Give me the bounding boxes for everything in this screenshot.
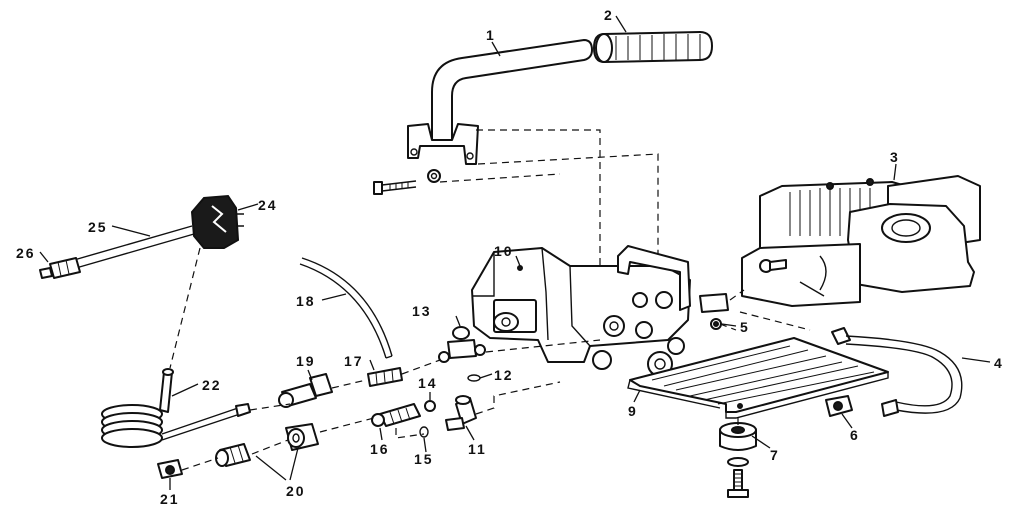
callout-4: 4 xyxy=(994,355,1004,371)
leader-1 xyxy=(491,41,501,57)
part-16-nipple xyxy=(371,403,421,427)
leader-9 xyxy=(633,389,641,403)
callout-12: 12 xyxy=(494,367,514,383)
callout-19: 19 xyxy=(296,353,316,369)
part-7-isolator xyxy=(719,422,757,498)
callout-2: 2 xyxy=(604,7,614,23)
leader-24 xyxy=(237,203,259,211)
leader-18 xyxy=(321,293,347,301)
part-1-handle xyxy=(407,39,593,165)
callout-18: 18 xyxy=(296,293,316,309)
part-4-hose xyxy=(831,327,963,417)
leader-19 xyxy=(307,369,313,381)
callout-25: 25 xyxy=(88,219,108,235)
callout-26: 26 xyxy=(16,245,36,261)
callout-22: 22 xyxy=(202,377,222,393)
part-17-fitting xyxy=(367,367,403,387)
leader-2 xyxy=(615,15,627,33)
part-20-fittings xyxy=(215,423,319,467)
part-5-nut xyxy=(710,318,722,330)
leader-12 xyxy=(479,373,493,379)
part-22-coil xyxy=(101,368,251,448)
callout-10: 10 xyxy=(494,243,514,259)
part-19-coupler xyxy=(278,373,333,408)
callout-24: 24 xyxy=(258,197,278,213)
leader-11 xyxy=(465,425,475,441)
callout-9: 9 xyxy=(628,403,638,419)
part-6-fitting xyxy=(825,395,853,417)
leader-13 xyxy=(455,315,461,327)
leader-5 xyxy=(721,323,737,327)
part-10-pump xyxy=(471,245,729,377)
callout-15: 15 xyxy=(414,451,434,467)
callout-7: 7 xyxy=(770,447,780,463)
callout-16: 16 xyxy=(370,441,390,457)
callout-14: 14 xyxy=(418,375,438,391)
callout-1: 1 xyxy=(486,27,496,43)
part-14-washer xyxy=(424,400,436,412)
callout-21: 21 xyxy=(160,491,180,507)
callout-11: 11 xyxy=(468,441,487,457)
part-21-fitting xyxy=(157,459,183,479)
part-2-grip xyxy=(593,31,713,63)
part-25-lance xyxy=(73,225,195,269)
part-15-oring xyxy=(419,426,429,438)
part-24-gun xyxy=(190,194,244,249)
leader-15 xyxy=(423,437,427,453)
part-3-engine xyxy=(741,175,981,307)
leader-6 xyxy=(841,413,853,429)
leader-20 xyxy=(255,447,299,481)
leader-10 xyxy=(515,255,521,267)
leader-26 xyxy=(39,251,49,263)
handle-bolt xyxy=(373,169,441,195)
callout-17: 17 xyxy=(344,353,364,369)
callout-13: 13 xyxy=(412,303,432,319)
leader-4 xyxy=(961,357,991,363)
callout-20: 20 xyxy=(286,483,306,499)
leader-3 xyxy=(893,163,897,181)
callout-3: 3 xyxy=(890,149,900,165)
leader-7 xyxy=(751,435,771,449)
part-18-tube xyxy=(299,257,393,359)
part-13-unloader xyxy=(438,326,486,363)
leader-25 xyxy=(111,225,151,237)
part-9-plate xyxy=(627,337,889,419)
part-11-tee xyxy=(445,395,477,431)
leader-17 xyxy=(369,359,375,371)
part-12-oring xyxy=(467,374,481,382)
leader-16 xyxy=(379,427,383,441)
part-26-tip xyxy=(39,257,81,279)
callout-5: 5 xyxy=(740,319,750,335)
callout-6: 6 xyxy=(850,427,860,443)
leader-22 xyxy=(171,383,199,397)
